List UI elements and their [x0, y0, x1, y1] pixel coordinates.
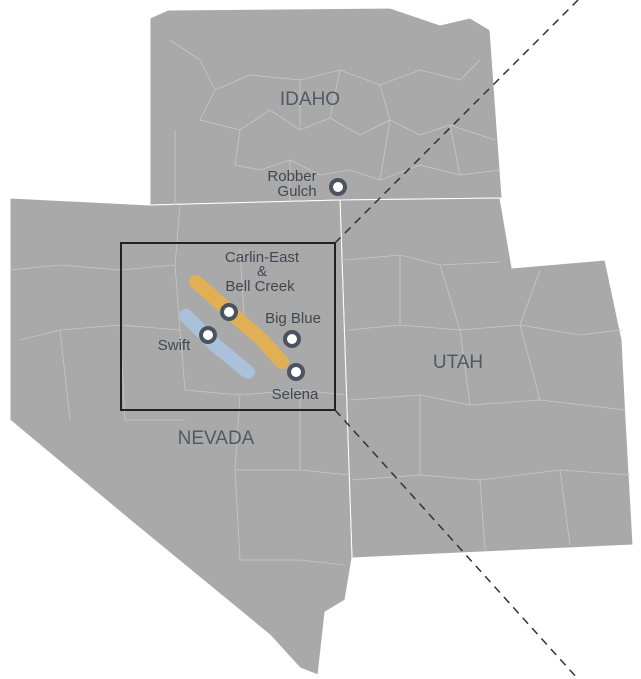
site-marker-big-blue[interactable] — [283, 330, 301, 348]
site-label-big-blue: Big Blue — [265, 310, 321, 327]
site-label-robber-gulch-line2: Gulch — [277, 183, 316, 200]
site-marker-selena[interactable] — [287, 363, 305, 381]
site-label-robber-gulch-line1: Robber — [267, 168, 316, 185]
site-label-carlin-east: Carlin-East — [225, 249, 300, 266]
site-marker-swift[interactable] — [199, 326, 217, 344]
site-marker-robber-gulch[interactable] — [329, 178, 347, 196]
state-label-utah: UTAH — [433, 352, 483, 373]
utah-state-shape — [339, 197, 634, 559]
nevada-state-shape — [9, 197, 353, 676]
callout-line-upper — [334, 0, 579, 244]
site-label-bell-creek: Bell Creek — [225, 278, 295, 295]
callout-line-lower — [334, 409, 579, 679]
site-label-ampersand: & — [257, 263, 267, 280]
carlin-trend — [189, 275, 289, 369]
state-label-nevada: NEVADA — [178, 428, 255, 449]
site-marker-carlin-east[interactable] — [220, 303, 238, 321]
site-label-selena: Selena — [272, 386, 319, 403]
site-label-swift: Swift — [158, 337, 191, 354]
battle-mountain-trend — [179, 309, 255, 379]
inset-box — [120, 242, 336, 411]
state-label-idaho: IDAHO — [280, 89, 340, 110]
